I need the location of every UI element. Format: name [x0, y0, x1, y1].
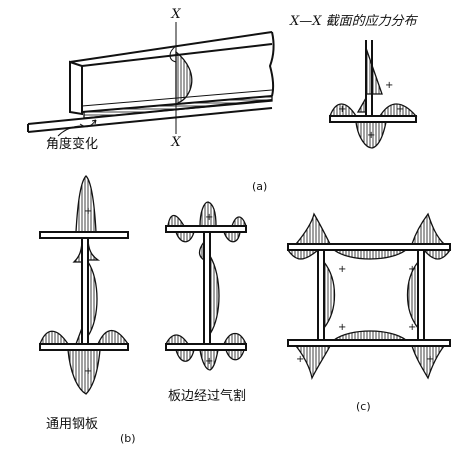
sign-plus-b1: + — [84, 206, 92, 217]
left-caption: 通用钢板 — [46, 417, 98, 432]
sublabel-c: (c) — [356, 400, 371, 413]
figure-b-right-section — [164, 201, 247, 371]
sign-plus-c4: + — [408, 322, 416, 333]
sign-plus-c3: + — [338, 322, 346, 333]
section-mark-bottom: X — [170, 135, 181, 150]
sign-plus-a4: + — [367, 130, 375, 141]
sign-plus-c6: + — [426, 354, 434, 365]
right-caption: 板边经过气割 — [168, 388, 246, 404]
sign-plus-b3: + — [205, 212, 213, 223]
figure-a-section — [329, 40, 418, 149]
sublabel-b: (b) — [120, 432, 136, 445]
sign-plus-a1: + — [385, 80, 393, 91]
sublabel-a: (a) — [252, 180, 267, 193]
sign-plus-c2: + — [408, 264, 416, 275]
section-mark-top: X — [170, 7, 181, 22]
figure-b-left-section — [39, 175, 130, 395]
sign-plus-a3: + — [396, 104, 404, 115]
angle-change-label: 角度变化 — [46, 136, 98, 152]
sign-plus-b2: + — [84, 366, 92, 377]
figure-a-beam — [27, 22, 275, 137]
section-title: X—X 截面的应力分布 — [289, 13, 419, 29]
sign-plus-b4: + — [205, 356, 213, 367]
sign-plus-c5: + — [296, 354, 304, 365]
figure-c-box-section — [286, 212, 452, 380]
sign-plus-a2: + — [338, 104, 346, 115]
sign-plus-c1: + — [338, 264, 346, 275]
